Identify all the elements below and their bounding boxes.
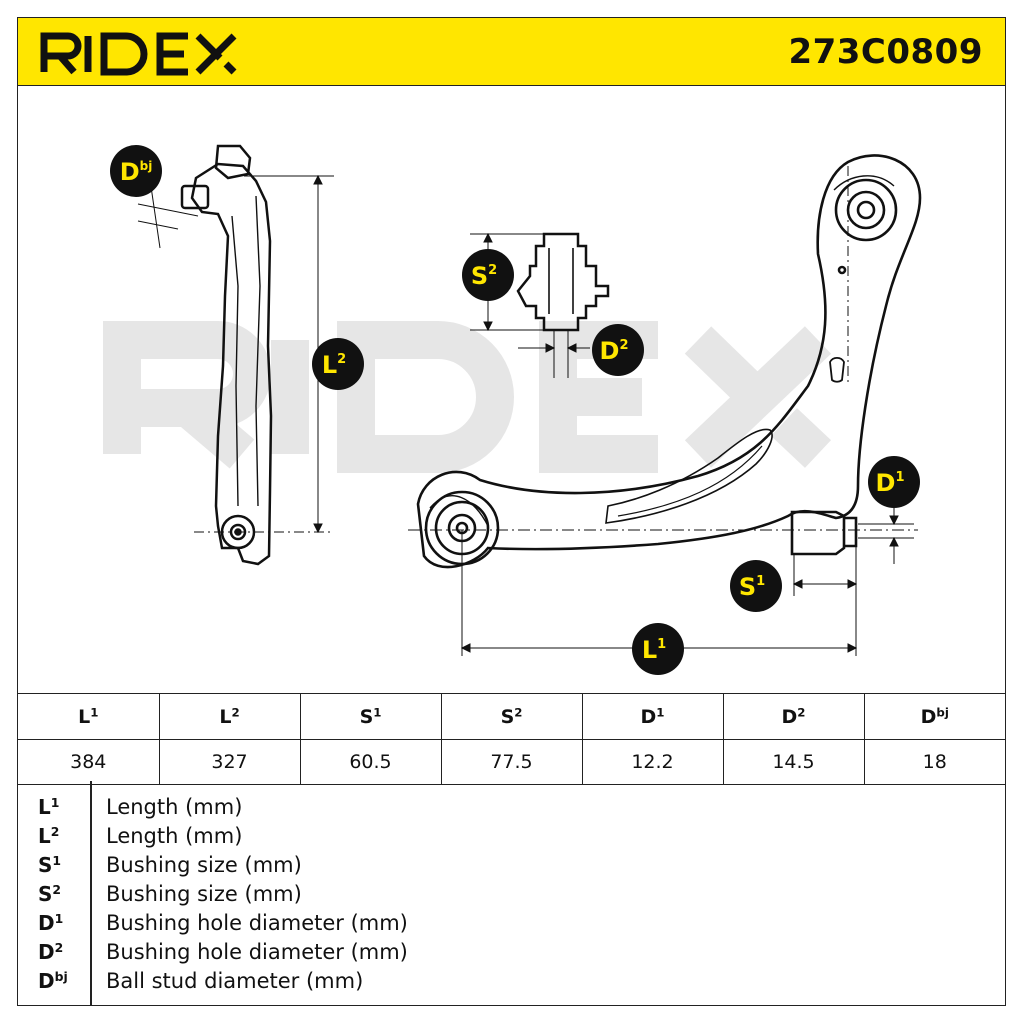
callout-l2: L2 — [312, 338, 364, 390]
col-header-s2: S2 — [441, 693, 583, 740]
product-sheet: 273C0809 — [17, 17, 1006, 1006]
legend-key: S2 — [38, 882, 62, 906]
legend-key: D2 — [38, 940, 64, 964]
callout-l1-base: L — [642, 636, 657, 664]
legend-desc: Bushing size (mm) — [106, 882, 302, 906]
arm-top-view — [416, 154, 922, 569]
legend-divider — [90, 781, 92, 1005]
callout-d1: D1 — [868, 456, 920, 508]
legend-desc: Bushing hole diameter (mm) — [106, 911, 408, 935]
bushing-detail — [516, 232, 610, 332]
control-arm-drawing: Dbj L2 S2 D2 D1 S1 — [103, 144, 922, 675]
ridex-logo — [40, 32, 237, 76]
legend-row: D1 Bushing hole diameter (mm) — [18, 909, 1005, 938]
callout-d1-base: D — [876, 469, 896, 497]
part-number: 273C0809 — [788, 32, 983, 72]
value-l2: 327 — [159, 739, 301, 785]
legend-key: D1 — [38, 911, 64, 935]
svg-text:D1: D1 — [876, 469, 905, 497]
legend-desc: Length (mm) — [106, 824, 243, 848]
col-header-d1: D1 — [582, 693, 724, 740]
legend-row: S2 Bushing size (mm) — [18, 880, 1005, 909]
value-s2: 77.5 — [441, 739, 583, 785]
legend-row: L1 Length (mm) — [18, 793, 1005, 822]
legend-key: S1 — [38, 853, 62, 877]
callout-d1-sup: 1 — [895, 470, 904, 485]
callout-d2-sup: 2 — [619, 338, 628, 353]
legend-row: L2 Length (mm) — [18, 822, 1005, 851]
value-d1: 12.2 — [582, 739, 724, 785]
col-header-l1: L1 — [18, 693, 160, 740]
callout-s1: S1 — [730, 560, 782, 612]
legend-desc: Ball stud diameter (mm) — [106, 969, 364, 993]
callout-dbj-sup: bj — [140, 159, 153, 173]
callout-s1-base: S — [739, 573, 756, 601]
spec-table: L1 L2 S1 S2 D1 D2 Dbj 384 327 60.5 77.5 … — [18, 693, 1005, 785]
callout-dbj: Dbj — [110, 145, 162, 197]
callout-s2: S2 — [462, 249, 514, 301]
callout-l1-sup: 1 — [657, 637, 666, 652]
legend: L1 Length (mm) L2 Length (mm) S1 Bushing… — [18, 781, 1005, 1005]
svg-text:S1: S1 — [739, 573, 765, 601]
callout-s1-sup: 1 — [756, 574, 765, 589]
legend-key: Dbj — [38, 969, 68, 993]
legend-key: L2 — [38, 824, 60, 848]
col-header-s1: S1 — [300, 693, 442, 740]
callout-l2-base: L — [322, 351, 337, 379]
svg-text:S2: S2 — [471, 262, 497, 290]
ridex-watermark — [103, 321, 832, 473]
header-bar: 273C0809 — [18, 18, 1005, 86]
callout-d2-base: D — [600, 337, 620, 365]
svg-text:D2: D2 — [600, 337, 629, 365]
legend-row: S1 Bushing size (mm) — [18, 851, 1005, 880]
callout-dbj-base: D — [120, 158, 140, 186]
spec-header-row: L1 L2 S1 S2 D1 D2 Dbj — [18, 693, 1005, 740]
callout-d2: D2 — [592, 324, 644, 376]
legend-desc: Bushing hole diameter (mm) — [106, 940, 408, 964]
callout-s2-sup: 2 — [488, 263, 497, 278]
callout-l2-sup: 2 — [337, 352, 346, 367]
technical-drawing: Dbj L2 S2 D2 D1 S1 — [18, 86, 1005, 693]
svg-text:Dbj: Dbj — [120, 158, 153, 186]
col-header-d2: D2 — [723, 693, 865, 740]
callout-l1: L1 — [632, 623, 684, 675]
value-dbj: 18 — [864, 739, 1005, 785]
legend-key: L1 — [38, 795, 60, 819]
col-header-dbj: Dbj — [864, 693, 1005, 740]
legend-row: Dbj Ball stud diameter (mm) — [18, 967, 1005, 996]
callout-s2-base: S — [471, 262, 488, 290]
spec-value-row: 384 327 60.5 77.5 12.2 14.5 18 — [18, 739, 1005, 785]
value-s1: 60.5 — [300, 739, 442, 785]
value-d2: 14.5 — [723, 739, 865, 785]
value-l1: 384 — [18, 739, 160, 785]
legend-desc: Bushing size (mm) — [106, 853, 302, 877]
legend-row: D2 Bushing hole diameter (mm) — [18, 938, 1005, 967]
legend-desc: Length (mm) — [106, 795, 243, 819]
svg-text:L2: L2 — [322, 351, 346, 379]
col-header-l2: L2 — [159, 693, 301, 740]
svg-text:L1: L1 — [642, 636, 666, 664]
